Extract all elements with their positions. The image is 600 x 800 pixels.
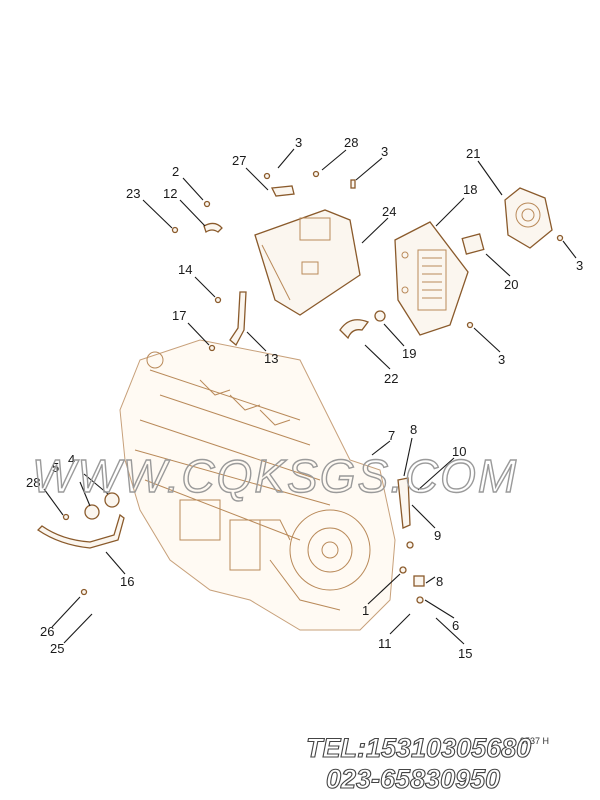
callout-label: 23 <box>126 186 140 201</box>
cylinder-part <box>461 233 485 255</box>
callout-label: 14 <box>178 262 192 277</box>
callout-label: 5 <box>52 460 59 475</box>
callout-label: 8 <box>410 422 417 437</box>
bracket-plate <box>254 209 361 316</box>
callout-label: 18 <box>463 182 477 197</box>
callout-label: 8 <box>436 574 443 589</box>
callout-label: 3 <box>498 352 505 367</box>
dipstick-tube <box>397 477 411 529</box>
callout-label: 25 <box>50 641 64 656</box>
callout-label: 26 <box>40 624 54 639</box>
callout-label: 12 <box>163 186 177 201</box>
callout-label: 4 <box>68 452 75 467</box>
callout-label: 2 <box>172 164 179 179</box>
callout-label: 6 <box>452 618 459 633</box>
bracket-arm <box>229 291 247 347</box>
callout-label: 9 <box>434 528 441 543</box>
callout-label: 27 <box>232 153 246 168</box>
callout-label: 28 <box>344 135 358 150</box>
callout-label: 22 <box>384 371 398 386</box>
callout-label: 7 <box>388 428 395 443</box>
callout-labels: 3 28 27 3 2 23 12 24 18 21 3 20 14 17 13… <box>26 135 583 661</box>
tube-part <box>36 513 125 549</box>
callout-label: 11 <box>378 636 392 651</box>
seal-part <box>84 504 100 520</box>
clip-part <box>203 222 223 234</box>
fasteners <box>62 170 564 604</box>
drawing-reference: 9537 H <box>520 736 549 746</box>
engine-block <box>119 339 396 631</box>
filter-housing <box>504 187 553 249</box>
callout-label: 1 <box>362 603 369 618</box>
callout-label: 3 <box>576 258 583 273</box>
callout-label: 16 <box>120 574 134 589</box>
clamp-part <box>270 185 295 197</box>
callout-label: 10 <box>452 444 466 459</box>
leader-lines <box>43 148 577 645</box>
fitting-part <box>374 310 386 322</box>
contact-tel: TEL:15310305680 <box>306 733 531 763</box>
callout-label: 20 <box>504 277 518 292</box>
callout-label: 3 <box>295 135 302 150</box>
callout-label: 15 <box>458 646 472 661</box>
seal-part-2 <box>104 492 120 508</box>
callout-label: 24 <box>382 204 396 219</box>
callout-label: 28 <box>26 475 40 490</box>
callout-label: 13 <box>264 351 278 366</box>
callout-label: 21 <box>466 146 480 161</box>
callout-label: 17 <box>172 308 186 323</box>
callout-label: 19 <box>402 346 416 361</box>
contact-phone: 023-65830950 <box>326 764 500 794</box>
hose-part <box>339 319 370 340</box>
ecm-module <box>394 221 469 336</box>
watermark-text: WWW.CQKSGS.COM <box>32 450 518 502</box>
callout-label: 3 <box>381 144 388 159</box>
